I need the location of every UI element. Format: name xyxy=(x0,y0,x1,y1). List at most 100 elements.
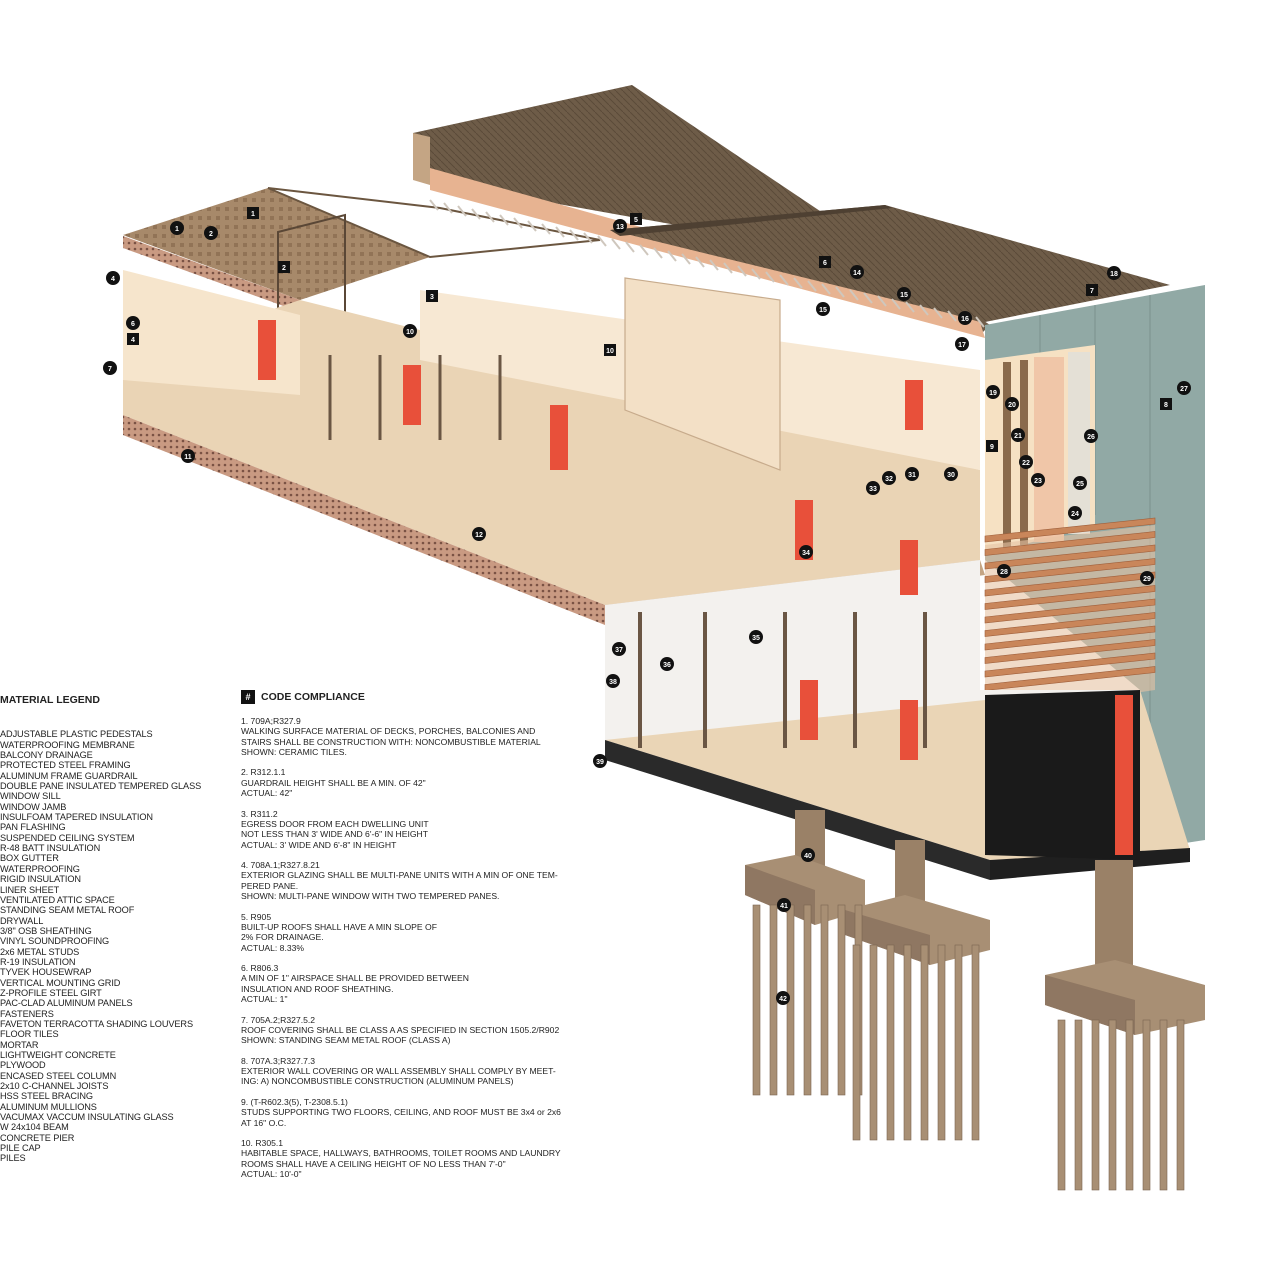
code-line: 2% FOR DRAINAGE. xyxy=(241,932,324,943)
code-line: 4. 708A.1;R327.8.21 xyxy=(241,860,320,871)
material-tag-label: 21 xyxy=(1014,433,1022,440)
material-tag-label: 25 xyxy=(1076,481,1084,488)
legend-item: WATERPROOFING xyxy=(0,863,80,874)
legend-item: WATERPROOFING MEMBRANE xyxy=(0,739,135,750)
joist xyxy=(709,259,719,271)
louver xyxy=(984,517,1156,543)
louver xyxy=(984,639,1156,664)
legend-item: FLOOR TILES xyxy=(0,1029,59,1040)
material-tag: 34 xyxy=(799,545,813,559)
code-tag-label: 9 xyxy=(990,444,994,451)
legend-item: RIGID INSULATION xyxy=(0,874,81,885)
material-tag: 13 xyxy=(613,219,627,233)
code-tag-label: 8 xyxy=(1164,402,1168,409)
legend-item: PILES xyxy=(0,1153,26,1164)
joist xyxy=(947,310,957,322)
pile xyxy=(1108,1019,1117,1191)
material-tag-label: 32 xyxy=(885,476,893,483)
material-tag: 32 xyxy=(882,471,896,485)
code-tag: 3 xyxy=(426,290,438,302)
code-line: ACTUAL: 42" xyxy=(241,788,293,799)
steel-column xyxy=(795,500,813,560)
material-tag: 2 xyxy=(204,226,218,240)
joist xyxy=(569,229,579,241)
code-line: STAIRS SHALL BE CONSTRUCTION WITH: NONCO… xyxy=(241,736,541,747)
code-tag-label: 4 xyxy=(131,337,135,344)
material-tag-label: 11 xyxy=(184,454,192,461)
legend-item: W 24x104 BEAM xyxy=(0,1122,69,1133)
material-tag: 15 xyxy=(816,302,830,316)
code-line: SHOWN: CERAMIC TILES. xyxy=(241,746,347,757)
material-tag-label: 26 xyxy=(1087,434,1095,441)
code-line: WALKING SURFACE MATERIAL OF DECKS, PORCH… xyxy=(241,726,536,737)
joist xyxy=(891,298,901,310)
legend-item: LINER SHEET xyxy=(0,884,60,895)
code-tag-label: 3 xyxy=(430,294,434,301)
material-tag-label: 12 xyxy=(475,532,483,539)
material-tag: 27 xyxy=(1177,381,1191,395)
legend-item: DRYWALL xyxy=(0,915,44,926)
legend-item: VERTICAL MOUNTING GRID xyxy=(0,977,121,988)
material-tag-label: 22 xyxy=(1022,460,1030,467)
louver xyxy=(984,666,1156,691)
code-tag: 1 xyxy=(247,207,259,219)
material-tag: 40 xyxy=(801,848,815,862)
material-tag: 11 xyxy=(181,449,195,463)
pile xyxy=(803,904,812,1096)
legend-item: Z-PROFILE STEEL GIRT xyxy=(0,987,102,998)
material-tag-label: 17 xyxy=(958,342,966,349)
legend-item: R-19 INSULATION xyxy=(0,956,76,967)
joist xyxy=(457,205,467,217)
code-line: 3. R311.2 xyxy=(241,808,278,819)
material-tag: 38 xyxy=(606,674,620,688)
material-tag-label: 13 xyxy=(616,224,624,231)
code-line: 9. (T-R602.3(5), T-2308.5.1) xyxy=(241,1096,348,1107)
pile xyxy=(903,944,912,1141)
material-tag: 7 xyxy=(103,361,117,375)
aluminum-mullions xyxy=(328,355,927,748)
joist xyxy=(849,289,859,301)
material-tag: 16 xyxy=(958,311,972,325)
steel-column xyxy=(800,680,818,740)
material-tag-label: 10 xyxy=(406,329,414,336)
joist xyxy=(821,283,831,295)
legend-item: PILE CAP xyxy=(0,1143,41,1154)
pile xyxy=(920,944,929,1141)
code-line: GUARDRAIL HEIGHT SHALL BE A MIN. OF 42" xyxy=(241,777,426,788)
material-tag: 4 xyxy=(106,271,120,285)
code-tag-label: 1 xyxy=(251,211,255,218)
material-tag: 21 xyxy=(1011,428,1025,442)
legend-item: 3/8" OSB SHEATHING xyxy=(0,925,92,936)
joist xyxy=(555,226,565,238)
foundation xyxy=(745,810,1205,1035)
material-tag-label: 18 xyxy=(1110,271,1118,278)
material-tag: 41 xyxy=(777,898,791,912)
code-line: SHOWN: MULTI-PANE WINDOW WITH TWO TEMPER… xyxy=(241,891,500,902)
first-floor-slab xyxy=(605,560,1190,880)
code-line: PERED PANE. xyxy=(241,880,299,891)
louver xyxy=(984,598,1156,624)
code-line: ACTUAL: 10'-0" xyxy=(241,1169,302,1180)
pile xyxy=(1142,1019,1151,1191)
joist xyxy=(443,202,453,214)
code-line: 7. 705A.2;R327.5.2 xyxy=(241,1014,316,1025)
code-tag-label: 6 xyxy=(823,260,827,267)
code-tag-label: 2 xyxy=(282,265,286,272)
pile xyxy=(1159,1019,1168,1191)
material-tag: 17 xyxy=(955,337,969,351)
material-tag: 28 xyxy=(997,564,1011,578)
material-tag: 39 xyxy=(593,754,607,768)
joist xyxy=(583,232,593,244)
material-tag: 24 xyxy=(1068,506,1082,520)
code-tag: 2 xyxy=(278,261,290,273)
material-tag: 23 xyxy=(1031,473,1045,487)
material-tag-label: 34 xyxy=(802,550,810,557)
legend-item: CONCRETE PIER xyxy=(0,1132,75,1143)
piles xyxy=(752,904,1185,1191)
material-tag-label: 15 xyxy=(819,307,827,314)
joist xyxy=(597,235,607,247)
